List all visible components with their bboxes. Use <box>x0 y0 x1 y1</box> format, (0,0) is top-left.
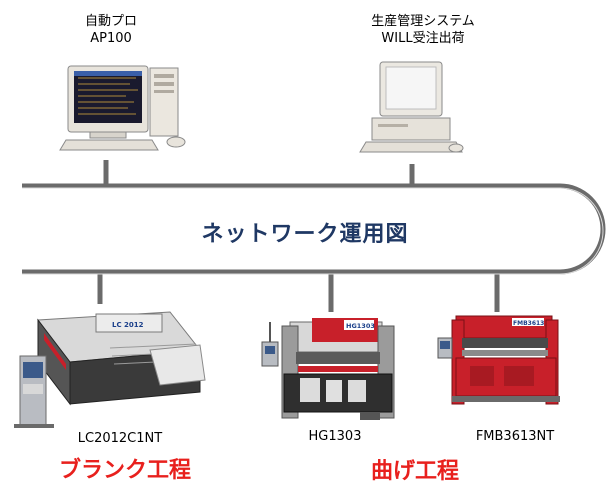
node-ap100-line1: 自動プロ <box>84 14 137 29</box>
process-label-bend: 曲げ工程 <box>370 459 459 484</box>
machine-label-fmb: FMB3613NT <box>475 429 555 444</box>
node-label-ap100: 自動プロ AP100 <box>56 13 166 47</box>
svg-text:LC 2012: LC 2012 <box>112 321 144 329</box>
machine-label-hg1303: HG1303 <box>308 429 362 444</box>
node-will-line2: WILL受注出荷 <box>381 31 465 46</box>
machine-fmb-icon: FMB3613 <box>437 315 560 405</box>
machine-lc2012-icon: LC 2012 <box>14 311 206 428</box>
svg-text:HG1303: HG1303 <box>346 322 375 330</box>
node-label-will: 生産管理システム WILL受注出荷 <box>338 13 508 47</box>
process-label-blank: ブランク工程 <box>58 458 191 483</box>
bus-title: ネットワーク運用図 <box>201 222 409 247</box>
machine-label-lc2012: LC2012C1NT <box>77 431 163 446</box>
computer-will-icon <box>359 61 464 153</box>
machine-hg1303-icon: HG1303 <box>261 318 395 420</box>
node-ap100-line2: AP100 <box>90 31 132 46</box>
node-will-line1: 生産管理システム <box>371 14 475 29</box>
svg-text:FMB3613: FMB3613 <box>513 320 544 327</box>
computer-ap100-icon <box>59 65 186 151</box>
